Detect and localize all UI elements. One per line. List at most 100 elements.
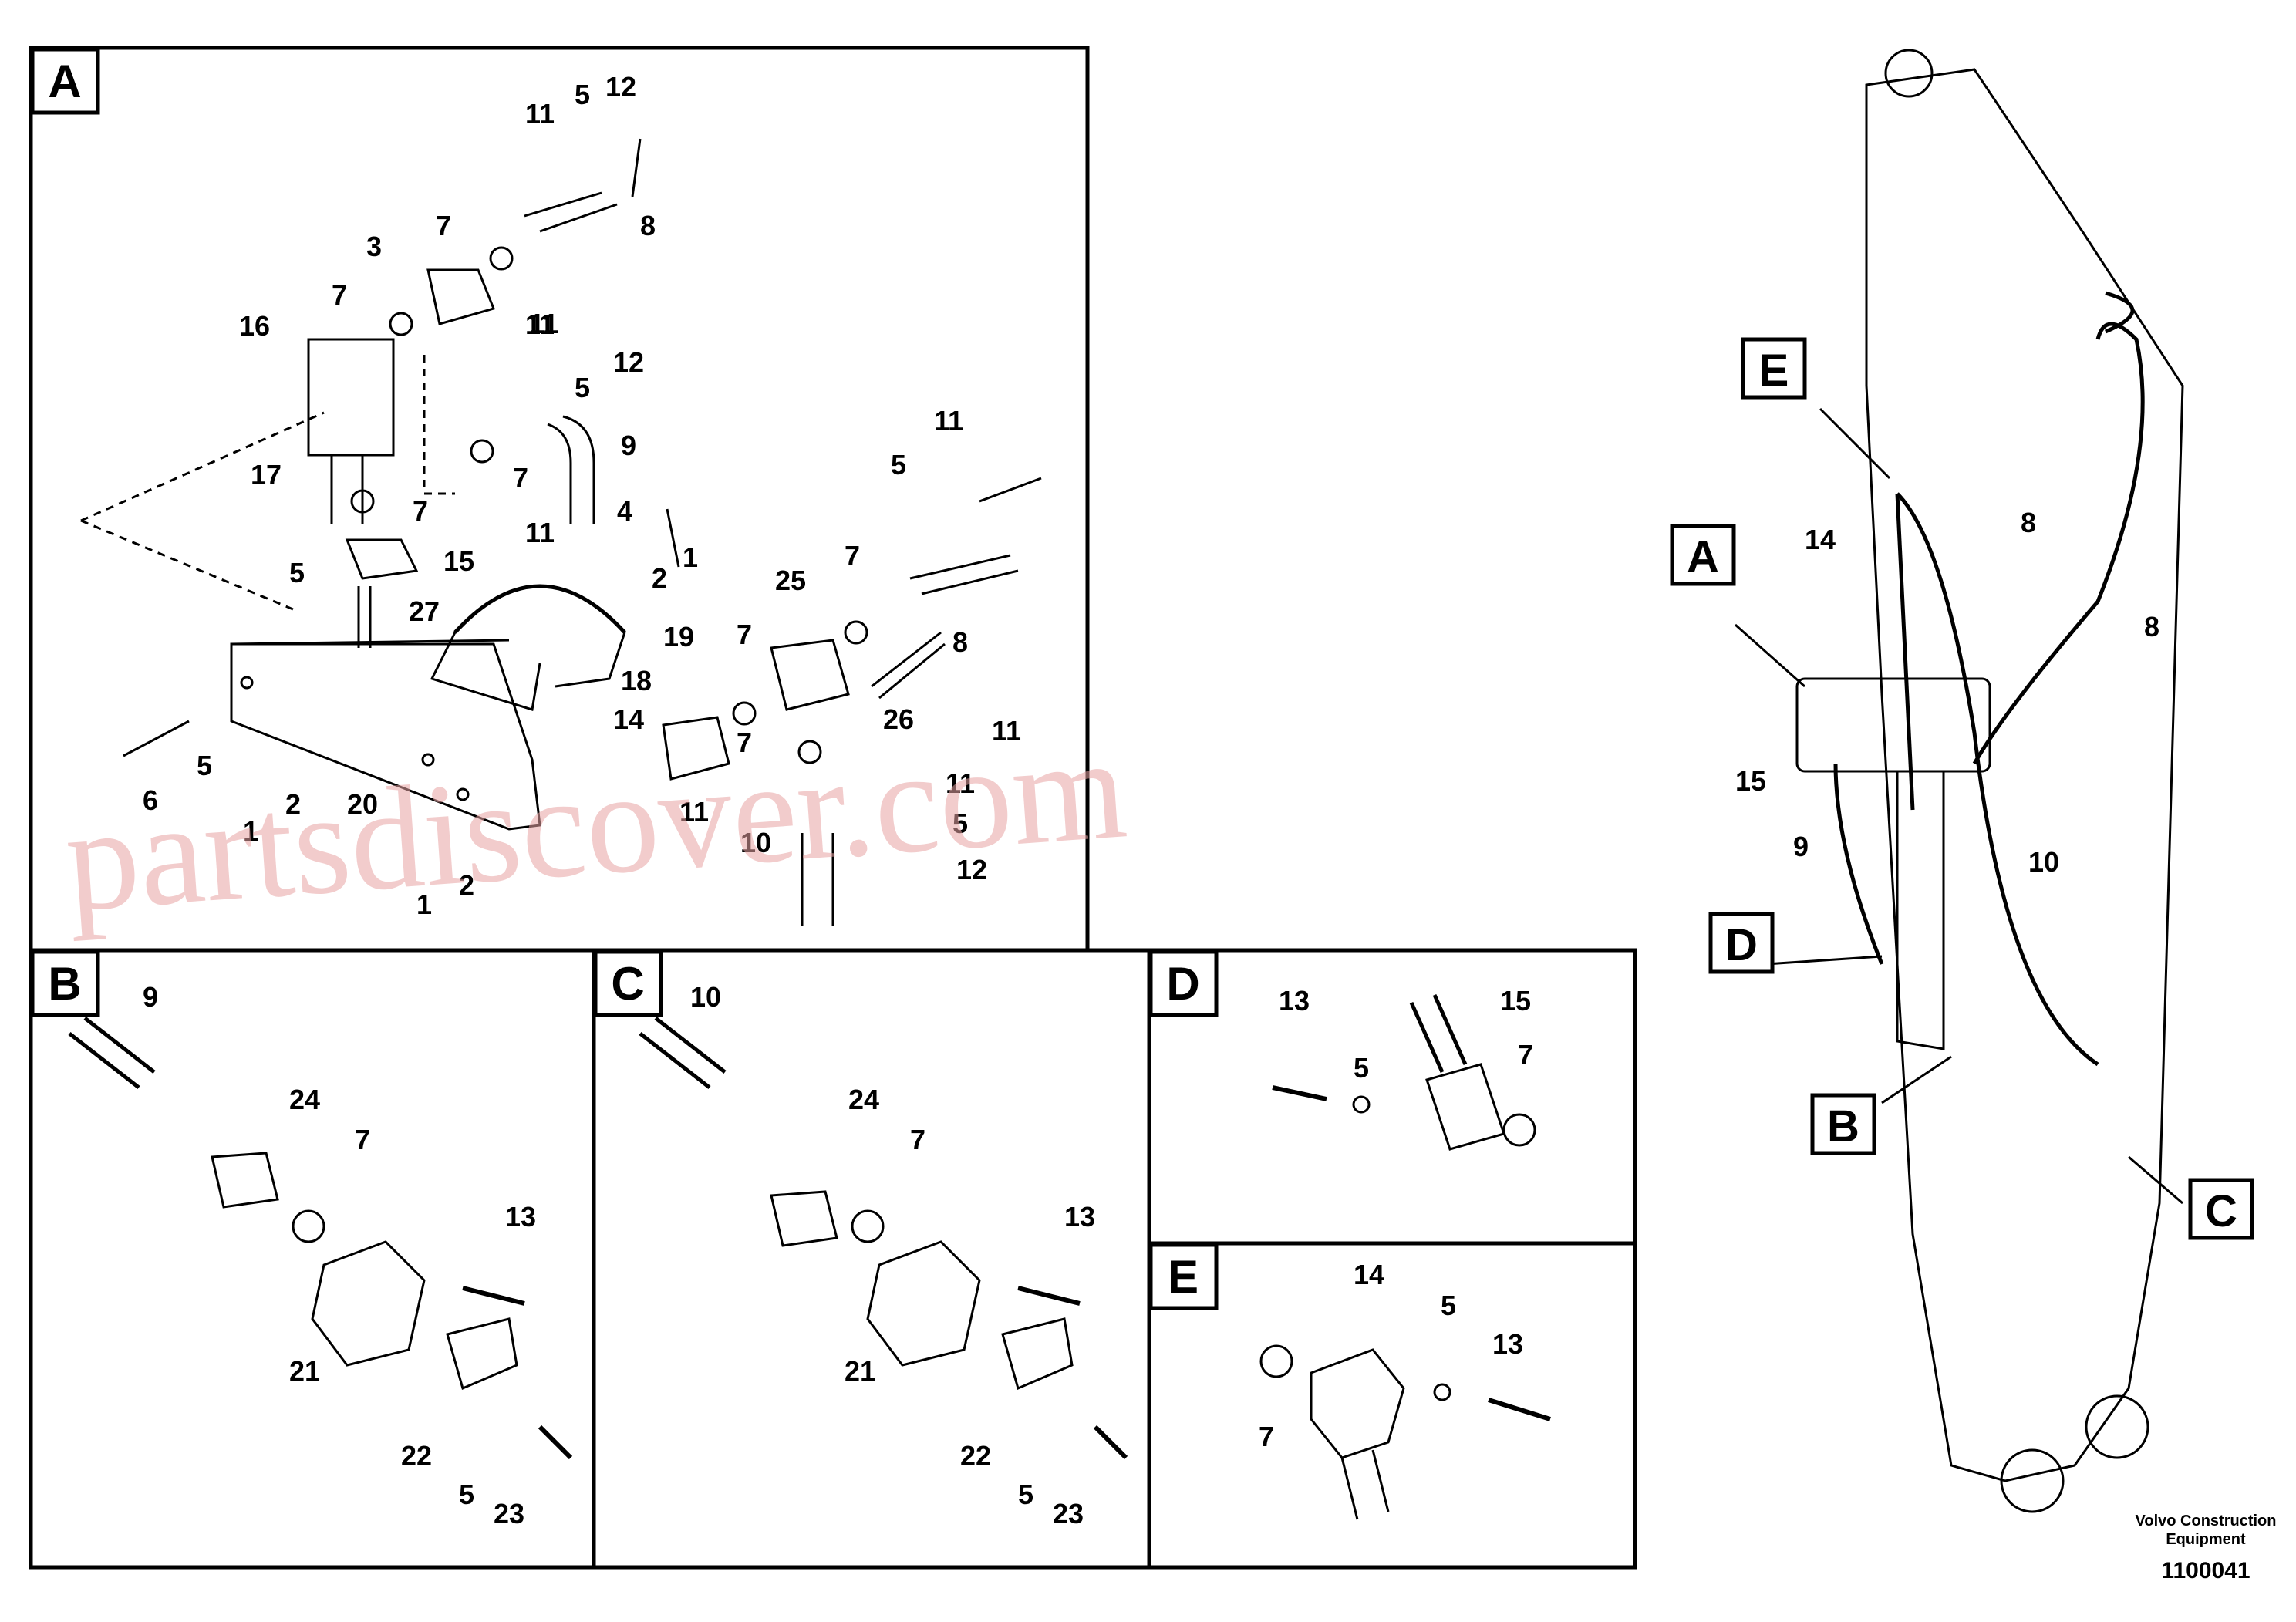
callout-number: 25 [775,565,806,596]
hose-14 [1895,493,1915,811]
callout-number: 18 [621,665,652,696]
o-ring [470,439,494,464]
panel-e-frame [1147,1241,1637,1570]
callout-number: 11 [529,308,558,339]
overview-section-box [1708,912,1775,974]
overview-section-label: A [1687,532,1719,582]
o-ring [844,620,868,645]
hose-10 [801,833,834,926]
leader-line [1765,955,1883,966]
callout-number: 15 [443,545,474,577]
callout-number: 2 [652,562,667,594]
callout-number: 13 [505,1201,536,1233]
callout-number: 10 [740,827,771,858]
leader-line [1881,1055,1952,1104]
panel-a-artwork [80,138,1042,926]
credit-line-2: Equipment [2166,1531,2246,1548]
panel-c-artwork [639,1017,1128,1460]
leader-line [1735,623,1805,688]
bolt-13 [462,1286,525,1306]
drawing-code: 1100041 [2161,1558,2250,1583]
panel-b-artwork [68,1017,573,1460]
callout-number: 23 [1053,1498,1084,1529]
leader-lines [1735,407,2183,1205]
watermark: partsdiscover.com [60,706,1131,943]
callout-number: 7 [413,495,428,527]
bolt-13 [1272,1085,1327,1101]
callout-number: 6 [143,784,158,816]
callout-number: 2 [285,788,301,820]
section-tag-label: C [611,958,644,1010]
bolt-13 [1017,1286,1081,1306]
callout-number: 26 [883,703,914,735]
tube-14 [1340,1449,1390,1520]
callout-number: 11 [525,309,555,340]
flange-14 [1310,1348,1405,1459]
section-tag-box [593,949,663,1017]
callout-number: 20 [347,788,378,820]
hose-end [68,1017,156,1089]
callout-number: 11 [525,517,555,548]
credit-line-1: Volvo Construction [2135,1512,2277,1529]
tube-15 [1409,993,1468,1074]
hose-10 [1896,492,2099,1067]
flange-15 [1425,1063,1505,1151]
boom-outline [1865,68,2184,1482]
bolt-23 [1093,1425,1128,1460]
overview-section-label: C [2205,1186,2237,1236]
callout-number: 19 [663,621,694,653]
o-ring [797,740,822,764]
o-ring [489,246,514,271]
callout-number: 12 [956,854,987,885]
overview-section-label: E [1759,346,1789,396]
callout-number: 5 [459,1479,474,1510]
callout-number: 27 [409,595,440,627]
section-tag-c: C [593,949,663,1017]
callout-number: 7 [513,462,528,494]
block-25 [770,639,850,711]
callout-number: 7 [355,1124,370,1155]
section-tag-b: B [30,949,100,1017]
plate-hole [456,787,470,801]
plate-hole [240,676,254,690]
callout-number: 10 [690,981,721,1013]
hose-8-right [909,554,1019,595]
credit-block: Volvo Construction Equipment [2121,1512,2291,1549]
o-ring [350,489,375,514]
callout-number: 24 [289,1084,320,1115]
hose-9 [547,415,595,524]
callout-number: 12 [605,71,636,103]
bolt-26 [871,631,946,700]
leader-dashed [80,411,325,522]
overview-section-box [1810,1093,1876,1155]
callout-number: 22 [960,1440,991,1472]
section-tag-label: B [48,958,81,1010]
hose-support-assembly [1795,677,1991,773]
callout-number: 2 [459,869,474,901]
section-tag-d: D [1148,949,1219,1017]
o-ring [1259,1344,1293,1378]
leader-dashed [80,519,294,611]
bolt-23 [538,1425,573,1460]
callout-number: 7 [1518,1039,1533,1071]
o-ring [851,1209,885,1243]
bolts [123,138,1042,757]
panel-d-frame [1147,948,1637,1246]
callout-number: 13 [1064,1201,1095,1233]
hose-end [639,1017,727,1089]
callout-number: 5 [891,449,906,481]
hose-8 [1972,291,2145,765]
callout-number: 5 [289,557,305,588]
callout-number: 15 [1735,765,1766,797]
callout-number: 13 [1279,985,1310,1017]
section-tag-label: E [1168,1251,1199,1303]
callout-number: 16 [239,310,270,342]
panel-d-artwork [1272,993,1536,1151]
callout-number: 15 [1500,985,1531,1017]
callout-number: 23 [494,1498,524,1529]
section-tag-box [30,949,100,1017]
section-tag-box [1148,949,1219,1017]
callout-number: 5 [197,750,212,781]
